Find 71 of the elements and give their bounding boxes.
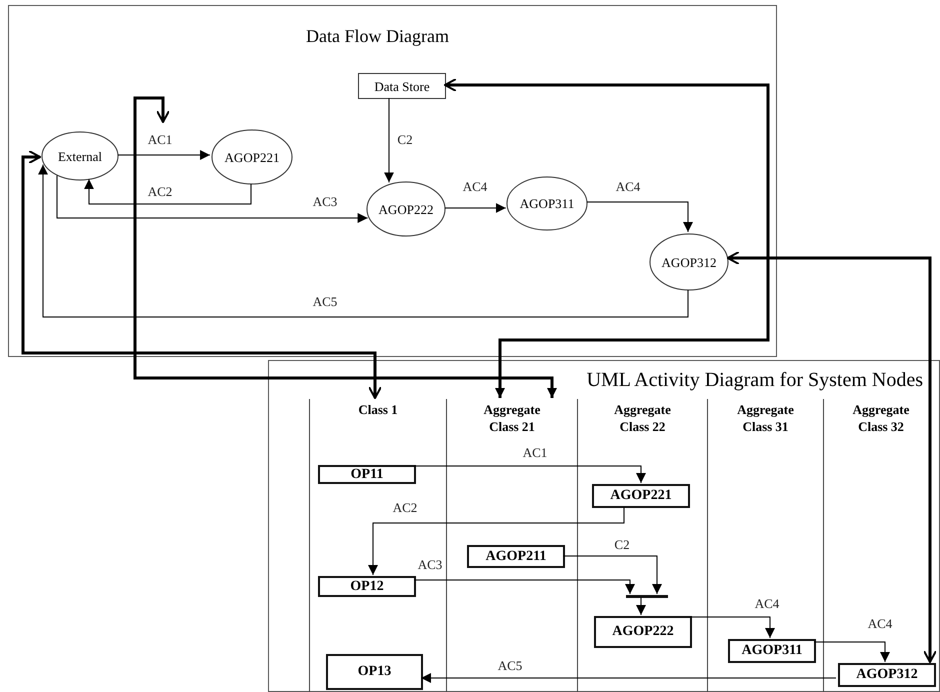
activity-box (838, 663, 936, 687)
arrow (84, 178, 252, 204)
process-label: AGOP222 (378, 202, 434, 216)
edge-label: AC5 (312, 295, 338, 309)
edge-label: AC1 (146, 133, 174, 147)
join-bar (626, 595, 668, 598)
lane-header: Aggregate Class 32 (852, 401, 910, 435)
activity-box (594, 616, 692, 648)
process-label: External (58, 148, 102, 164)
lane-header: Aggregate Class 31 (736, 401, 795, 435)
arrow (586, 202, 693, 232)
lane-header: Class 1 (357, 401, 399, 418)
diagram-frame (8, 5, 777, 357)
activity-label: AGOP211 (486, 548, 546, 564)
edge-label: AC4 (614, 180, 642, 194)
process-ellipse (366, 181, 446, 237)
arrow (562, 556, 662, 594)
activity-label: AGOP222 (612, 624, 674, 640)
edge-label: AC4 (462, 180, 488, 194)
process-ellipse (41, 131, 119, 181)
activity-box (318, 576, 416, 597)
activity-label: AGOP221 (610, 488, 672, 504)
arrow (118, 150, 211, 160)
arrow (56, 175, 368, 223)
process-ellipse (211, 129, 293, 185)
lane-header: Aggregate Class 21 (482, 401, 542, 435)
process-label: AGOP221 (224, 150, 280, 164)
edge-label: C2 (613, 538, 631, 552)
arrow (690, 616, 775, 638)
process-label: AGOP312 (662, 254, 716, 270)
activity-label: AGOP312 (856, 667, 918, 683)
activity-box (728, 639, 816, 663)
process-label: AGOP311 (520, 196, 574, 211)
arrow (814, 642, 890, 662)
edge-label: AC5 (496, 659, 524, 673)
process-ellipse (649, 233, 729, 291)
process-ellipse (506, 176, 588, 231)
diagram-frame (268, 360, 940, 692)
store-label: Data Store (374, 78, 430, 94)
edge-label: AC3 (312, 195, 338, 209)
mapping-arrow (444, 78, 770, 398)
activity-box (592, 484, 690, 508)
edge-label: AC2 (146, 185, 174, 199)
arrow (636, 596, 646, 616)
data-store-box (358, 73, 446, 99)
activity-box (467, 545, 565, 568)
arrow (444, 203, 506, 213)
edge-label: AC4 (754, 597, 780, 611)
edge-label: AC3 (416, 558, 444, 572)
edge-label: AC4 (866, 617, 894, 631)
mapping-arrow (22, 150, 382, 399)
arrow (420, 673, 836, 683)
lane-header: Aggregate Class 22 (613, 401, 672, 435)
mapping-arrow (134, 96, 557, 398)
frame-title: Data Flow Diagram (306, 26, 449, 47)
activity-label: OP12 (350, 578, 384, 594)
frame-title: UML Activity Diagram for System Nodes (586, 369, 923, 392)
activity-box (318, 465, 416, 484)
arrow (414, 580, 635, 594)
activity-label: OP13 (358, 664, 392, 680)
edge-label: C2 (396, 133, 414, 147)
arrow (38, 164, 688, 318)
edge-label: AC2 (392, 501, 418, 515)
activity-box (326, 654, 423, 690)
activity-label: AGOP311 (742, 643, 802, 659)
edge-label: AC1 (522, 446, 548, 460)
arrow (368, 506, 624, 576)
arrow (384, 98, 394, 183)
arrow (414, 466, 646, 484)
mapping-arrow (726, 251, 937, 663)
activity-label: OP11 (350, 466, 384, 482)
